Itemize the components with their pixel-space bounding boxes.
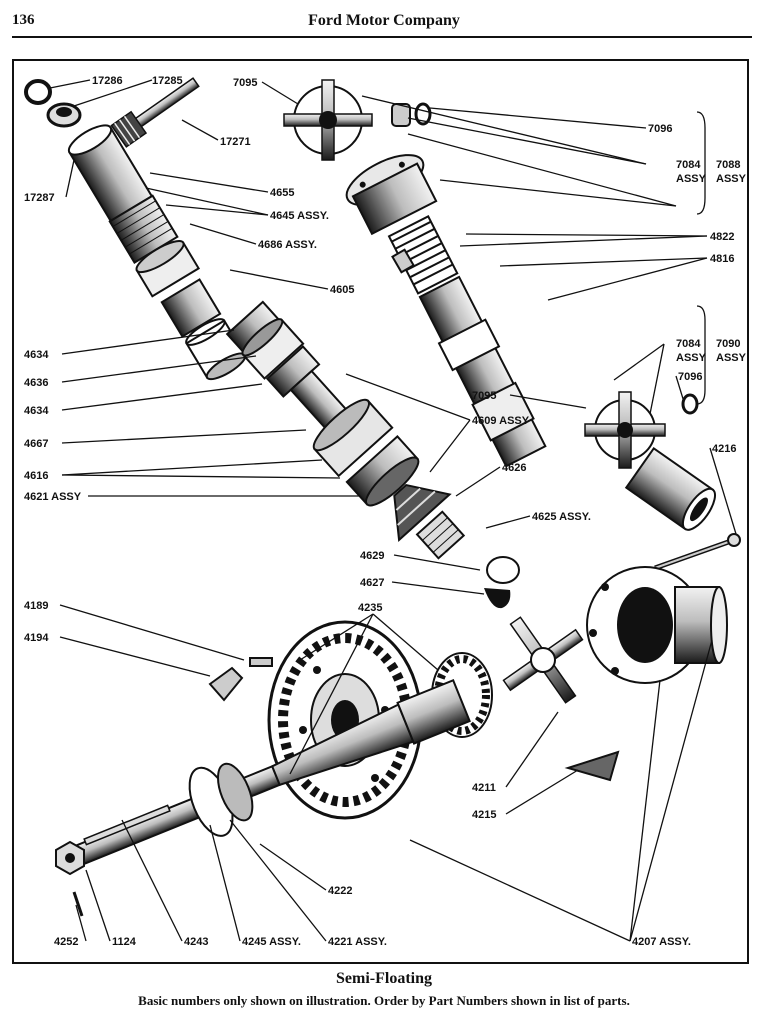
callout-4667: 4667 [24, 438, 48, 450]
header-rule [12, 36, 752, 38]
callout-4207: 4207 ASSY. [632, 936, 691, 948]
callout-7084-a: 7084 [676, 159, 701, 171]
callout-17286: 17286 [92, 75, 123, 87]
callout-4194: 4194 [24, 632, 49, 644]
callout-1124: 1124 [112, 936, 137, 948]
callout-7096-b: 7096 [678, 371, 702, 383]
callout-4222: 4222 [328, 885, 352, 897]
callout-4605: 4605 [330, 284, 354, 296]
callout-7084-a-assy: ASSY [676, 173, 707, 185]
figure-caption-note: Basic numbers only shown on illustration… [138, 993, 630, 1008]
callout-4686: 4686 ASSY. [258, 239, 317, 251]
callout-4252: 4252 [54, 936, 78, 948]
callout-4816: 4816 [710, 253, 734, 265]
callout-4216: 4216 [712, 443, 736, 455]
callout-4634-b: 4634 [24, 405, 49, 417]
callout-4625: 4625 ASSY. [532, 511, 591, 523]
callout-4822: 4822 [710, 231, 734, 243]
differential-assembly [55, 566, 728, 917]
callout-4243: 4243 [184, 936, 208, 948]
callout-4636: 4636 [24, 377, 48, 389]
callout-7088-assy: ASSY [716, 173, 747, 185]
callout-7084-b: 7084 [676, 338, 701, 350]
callout-7095-a: 7095 [233, 77, 257, 89]
callout-4616: 4616 [24, 470, 48, 482]
figure-caption-title: Semi-Floating [336, 970, 432, 987]
callout-4609: 4609 ASSY [472, 415, 530, 427]
callout-7084-b-assy: ASSY [676, 352, 707, 364]
callout-7088: 7088 [716, 159, 740, 171]
leader-lines [49, 79, 737, 942]
page-number: 136 [12, 12, 35, 28]
illustration-frame [12, 59, 749, 964]
callout-4215: 4215 [472, 809, 496, 821]
callout-4221: 4221 ASSY. [328, 936, 387, 948]
callout-7090-assy: ASSY [716, 352, 747, 364]
callout-4189: 4189 [24, 600, 48, 612]
callout-4655: 4655 [270, 187, 294, 199]
callout-7096-a: 7096 [648, 123, 672, 135]
callout-4211: 4211 [472, 782, 496, 794]
callout-4627: 4627 [360, 577, 384, 589]
torque-tube-assembly [283, 79, 741, 571]
callout-4626: 4626 [502, 462, 526, 474]
callout-4634-a: 4634 [24, 349, 49, 361]
drive-shaft-assembly [24, 77, 520, 609]
callout-17285: 17285 [152, 75, 183, 87]
callout-4235: 4235 [358, 602, 382, 614]
callout-7095-b: 7095 [472, 390, 496, 402]
callout-4245: 4245 ASSY. [242, 936, 301, 948]
callout-4629: 4629 [360, 550, 384, 562]
callout-17271: 17271 [220, 136, 251, 148]
callout-7090: 7090 [716, 338, 740, 350]
callout-4621: 4621 ASSY [24, 491, 82, 503]
callout-17287: 17287 [24, 192, 55, 204]
callout-4645: 4645 ASSY. [270, 210, 329, 222]
running-header: Ford Motor Company [308, 12, 460, 29]
